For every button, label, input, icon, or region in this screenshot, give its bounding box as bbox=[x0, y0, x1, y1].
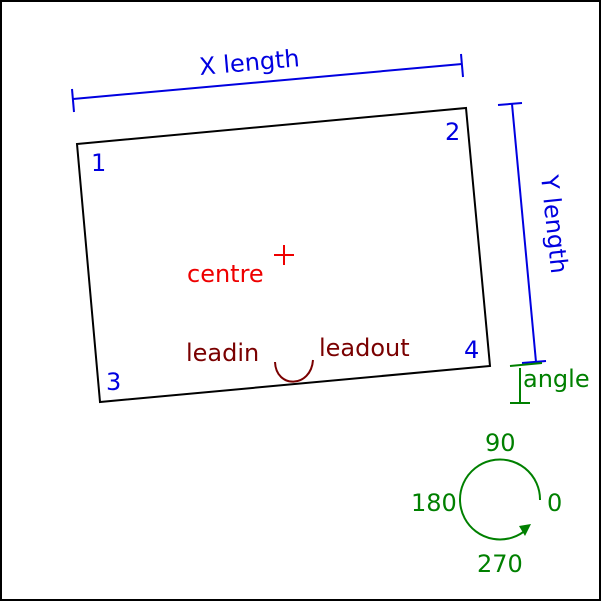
angle-indicator-top-tick bbox=[509, 362, 543, 367]
corner-label-1: 1 bbox=[91, 149, 106, 177]
angle-dial: 90 180 0 270 bbox=[411, 429, 562, 578]
angle-dial-0: 0 bbox=[547, 489, 562, 517]
angle-dial-arrowhead bbox=[519, 524, 531, 536]
rectangle-outline bbox=[75, 106, 492, 404]
angle-dial-180: 180 bbox=[411, 489, 457, 517]
x-length-label: X length bbox=[198, 44, 301, 81]
x-length-dimension-line bbox=[72, 63, 463, 100]
leadout-label: leadout bbox=[319, 334, 410, 362]
x-length-dimension bbox=[71, 53, 464, 113]
corner-label-3: 3 bbox=[106, 368, 121, 396]
centre-marker bbox=[274, 245, 294, 265]
angle-indicator bbox=[509, 362, 543, 404]
angle-dial-90: 90 bbox=[485, 429, 516, 457]
x-length-tick-right bbox=[460, 53, 464, 78]
lead-arc bbox=[274, 359, 314, 383]
centre-label: centre bbox=[187, 260, 264, 288]
angle-dial-arc bbox=[459, 458, 542, 541]
corner-label-2: 2 bbox=[445, 118, 460, 146]
angle-dial-270: 270 bbox=[477, 550, 523, 578]
y-length-tick-top bbox=[497, 102, 523, 106]
y-length-dimension-line bbox=[511, 103, 537, 363]
angle-label: angle bbox=[523, 365, 590, 393]
y-length-tick-bottom bbox=[521, 360, 547, 364]
x-length-tick-left bbox=[71, 88, 75, 113]
y-length-label: Y length bbox=[535, 173, 573, 275]
corner-label-4: 4 bbox=[464, 336, 479, 364]
leadin-label: leadin bbox=[186, 339, 259, 367]
y-length-dimension bbox=[497, 102, 547, 364]
